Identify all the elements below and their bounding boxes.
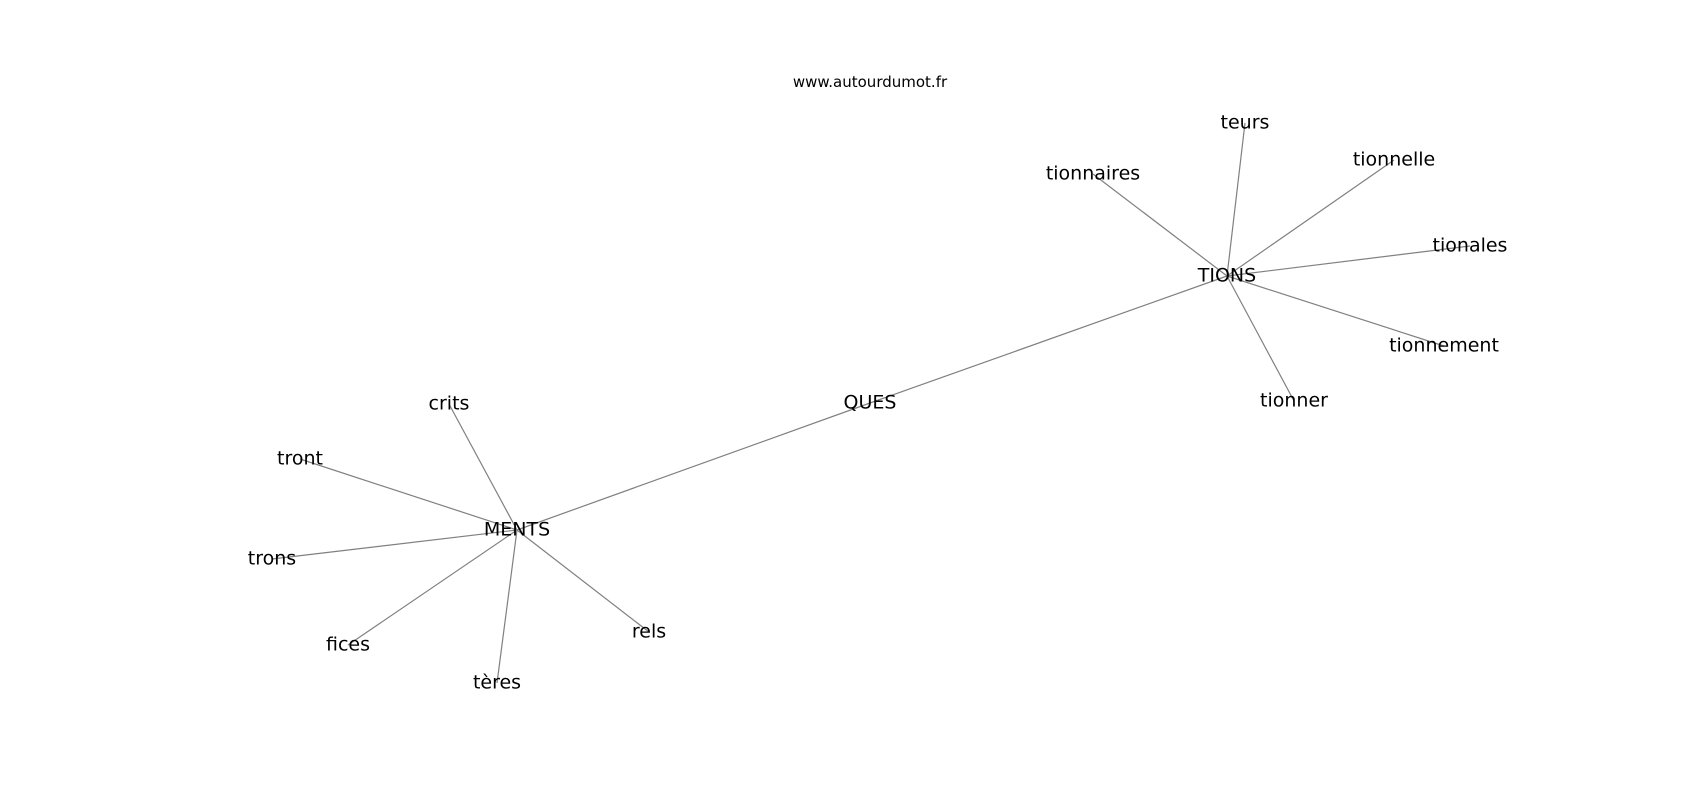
edge-tions-tionnement	[1226, 275, 1445, 347]
edge-ments-rels	[516, 529, 650, 633]
edge-ments-trons	[271, 529, 518, 560]
node-ments: MENTS	[484, 519, 550, 541]
edge-tions-tionales	[1226, 245, 1471, 277]
edge-ments-fices	[347, 529, 518, 646]
node-tionnement: tionnement	[1389, 335, 1499, 357]
node-tront: tront	[277, 448, 323, 470]
node-rels: rels	[632, 621, 666, 643]
node-ques: QUES	[844, 392, 897, 414]
edge-tions-tionnelle	[1226, 159, 1395, 277]
node-trons: trons	[248, 548, 296, 570]
edge-ques-tions	[869, 275, 1228, 404]
edge-tions-tionnaires	[1092, 173, 1228, 277]
edge-ments-crits	[448, 403, 518, 531]
edge-tions-tionner	[1226, 275, 1295, 402]
node-crits: crits	[429, 393, 470, 415]
edge-ments-teres	[496, 529, 518, 684]
node-tionnelle: tionnelle	[1353, 149, 1435, 171]
edge-ques-ments	[516, 402, 871, 531]
node-fices: fices	[326, 634, 370, 656]
node-teres: tères	[473, 672, 521, 694]
source-url: www.autourdumot.fr	[793, 73, 948, 91]
edge-ments-tront	[299, 458, 518, 531]
node-tionnaires: tionnaires	[1046, 163, 1140, 185]
node-tionner: tionner	[1260, 390, 1328, 412]
node-tions: TIONS	[1197, 265, 1256, 287]
graph-edges	[271, 122, 1471, 684]
graph-nodes: QUES TIONS MENTS teurs tionnaires tionnelle ti…	[248, 112, 1508, 694]
edge-tions-teurs	[1226, 122, 1246, 277]
node-tionales: tionales	[1433, 235, 1508, 257]
node-teurs: teurs	[1221, 112, 1270, 134]
